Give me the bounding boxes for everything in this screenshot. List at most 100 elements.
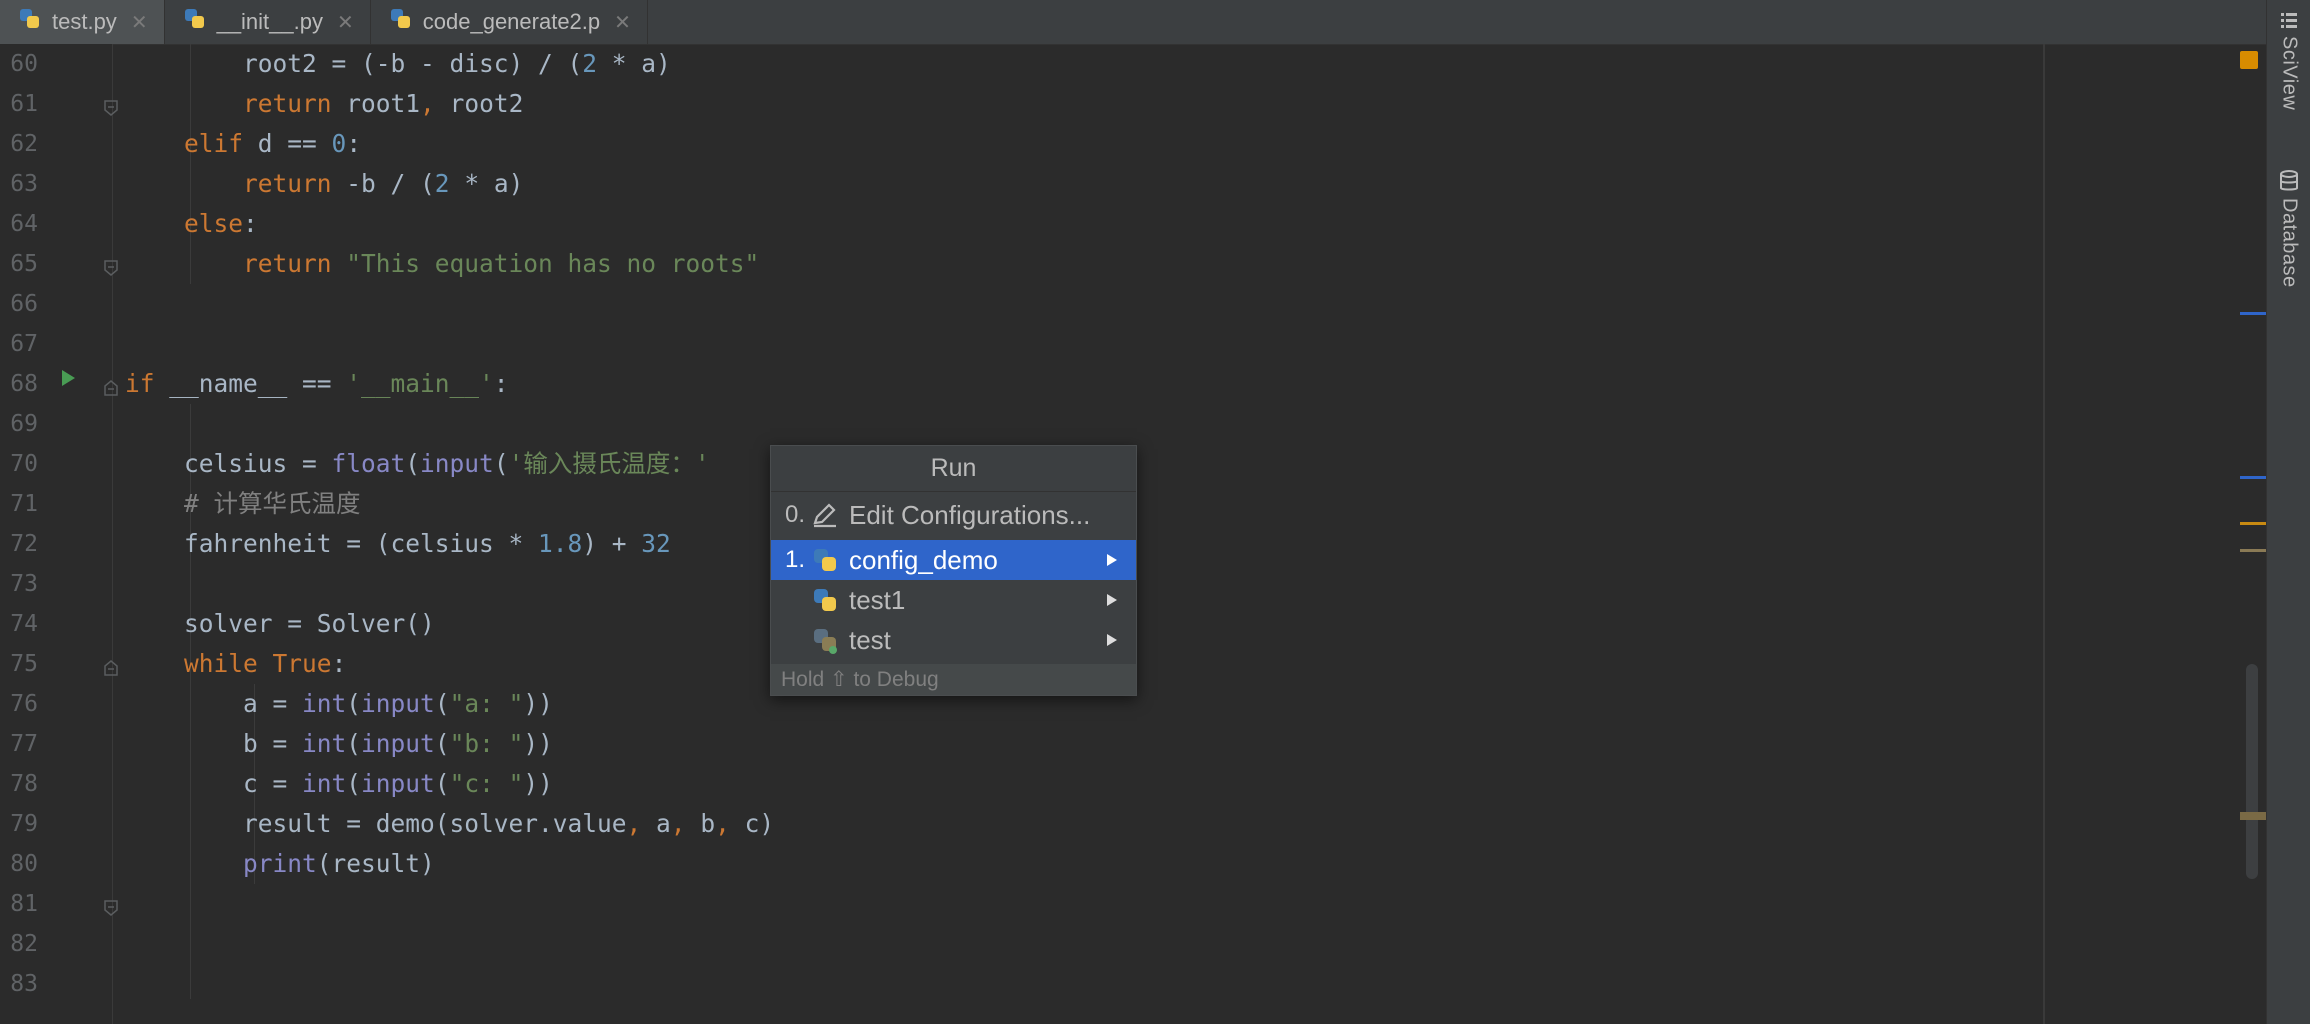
- line-number: 70: [10, 451, 38, 477]
- indent-guide: [254, 684, 255, 884]
- close-icon[interactable]: ✕: [614, 11, 631, 34]
- code-line[interactable]: result = demo(solver.value, a, b, c): [125, 809, 775, 838]
- line-number: 77: [10, 731, 38, 757]
- run-gutter-icon[interactable]: [60, 369, 76, 387]
- line-number: 75: [10, 651, 38, 677]
- sciview-label: SciView: [2278, 36, 2301, 111]
- submenu-arrow-icon: [1107, 634, 1117, 646]
- usage-marker[interactable]: [2240, 312, 2266, 315]
- code-line[interactable]: fahrenheit = (celsius * 1.8) + 32: [125, 529, 671, 558]
- run-config-item-config-demo[interactable]: 1. config_demo: [771, 540, 1136, 580]
- line-number-gutter[interactable]: [0, 44, 112, 1024]
- code-line[interactable]: celsius = float(input('输入摄氏温度：': [125, 449, 710, 478]
- scroll-position-marker: [2240, 812, 2266, 820]
- usage-marker[interactable]: [2240, 549, 2266, 552]
- code-line[interactable]: c = int(input("c: ")): [125, 769, 553, 798]
- fold-icon[interactable]: [104, 100, 118, 116]
- line-number: 83: [10, 971, 38, 997]
- fold-icon[interactable]: [104, 380, 118, 396]
- warning-marker[interactable]: [2240, 51, 2258, 69]
- gutter-divider: [112, 44, 113, 1024]
- item-label: config_demo: [849, 544, 998, 575]
- line-number: 61: [10, 91, 38, 117]
- line-number: 64: [10, 211, 38, 237]
- edit-configurations-item[interactable]: 0. Edit Configurations...: [771, 495, 1136, 535]
- usage-marker[interactable]: [2240, 476, 2266, 479]
- tab-label: test.py: [52, 9, 117, 34]
- line-number: 73: [10, 571, 38, 597]
- python-icon: [811, 586, 839, 614]
- python-temporary-icon: [811, 626, 839, 654]
- fold-icon[interactable]: [104, 660, 118, 676]
- code-line[interactable]: while True:: [184, 649, 347, 678]
- database-label: Database: [2278, 198, 2301, 288]
- database-icon: [2280, 170, 2298, 191]
- code-line[interactable]: else:: [184, 209, 258, 238]
- line-number: 76: [10, 691, 38, 717]
- code-line[interactable]: if __name__ == '__main__':: [125, 369, 509, 398]
- usage-marker[interactable]: [2240, 522, 2266, 525]
- fold-icon[interactable]: [104, 900, 118, 916]
- item-mnemonic: 1.: [785, 546, 806, 573]
- code-line[interactable]: # 计算华氏温度: [184, 489, 361, 518]
- line-number: 71: [10, 491, 38, 517]
- database-tool-button[interactable]: Database: [2267, 170, 2310, 288]
- python-file-icon: [183, 7, 207, 37]
- line-number: 67: [10, 331, 38, 357]
- item-label: Edit Configurations...: [849, 499, 1091, 530]
- tab-init-py[interactable]: __init__.py ✕: [165, 0, 371, 44]
- code-line[interactable]: solver = Solver(): [125, 609, 435, 638]
- line-number: 65: [10, 251, 38, 277]
- vertical-scrollbar[interactable]: [2246, 664, 2258, 879]
- fold-icon[interactable]: [104, 260, 118, 276]
- sciview-icon: [2281, 13, 2297, 28]
- tab-label: code_generate2.p: [422, 9, 601, 34]
- tab-test-py[interactable]: test.py ✕: [0, 0, 165, 44]
- code-line[interactable]: root2 = (-b - disc) / (2 * a): [125, 49, 671, 78]
- tab-code-generate2[interactable]: code_generate2.p ✕: [371, 0, 648, 44]
- line-number: 82: [10, 931, 38, 957]
- run-config-item-test1[interactable]: test1: [771, 580, 1136, 620]
- code-line[interactable]: elif d == 0:: [184, 129, 362, 158]
- python-file-icon: [389, 7, 413, 37]
- line-number: 60: [10, 51, 38, 77]
- python-file-icon: [18, 7, 42, 37]
- code-editor[interactable]: 60 61 62 63 64 65 66 67 68 69 70 71 72 7…: [0, 44, 2266, 1024]
- line-number: 63: [10, 171, 38, 197]
- python-icon: [811, 546, 839, 574]
- run-config-item-test[interactable]: test: [771, 620, 1136, 660]
- line-number: 79: [10, 811, 38, 837]
- item-mnemonic: 0.: [785, 501, 806, 528]
- code-line[interactable]: return -b / (2 * a): [243, 169, 524, 198]
- code-line[interactable]: b = int(input("b: ")): [125, 729, 553, 758]
- indent-guide: [190, 44, 191, 284]
- close-icon[interactable]: ✕: [337, 11, 354, 34]
- line-number: 72: [10, 531, 38, 557]
- popup-title: Run: [771, 446, 1136, 492]
- run-configuration-popup[interactable]: Run 0. Edit Configurations... 1. config_…: [770, 445, 1137, 696]
- line-number: 69: [10, 411, 38, 437]
- line-number: 74: [10, 611, 38, 637]
- line-number: 62: [10, 131, 38, 157]
- submenu-arrow-icon: [1107, 594, 1117, 606]
- popup-footer-hint: Hold ⇧ to Debug: [771, 664, 1136, 695]
- code-line[interactable]: return "This equation has no roots": [243, 249, 760, 278]
- line-number: 68: [10, 371, 38, 397]
- line-number: 78: [10, 771, 38, 797]
- submenu-arrow-icon: [1107, 554, 1117, 566]
- line-number: 81: [10, 891, 38, 917]
- editor-tab-bar: test.py ✕ __init__.py ✕ code_generate2.p…: [0, 0, 2266, 45]
- item-label: test1: [849, 584, 906, 615]
- code-line[interactable]: return root1, root2: [243, 89, 524, 118]
- close-icon[interactable]: ✕: [130, 11, 148, 34]
- indent-guide: [190, 404, 191, 999]
- code-line[interactable]: print(result): [243, 849, 435, 878]
- tab-label: __init__.py: [216, 9, 323, 34]
- right-margin-guide: [2043, 44, 2045, 1024]
- item-label: test: [849, 624, 891, 655]
- pencil-icon: [811, 501, 839, 529]
- right-tool-window-bar: SciView Database: [2266, 0, 2310, 1024]
- line-number: 66: [10, 291, 38, 317]
- code-line[interactable]: a = int(input("a: ")): [125, 689, 553, 718]
- sciview-tool-button[interactable]: SciView: [2267, 10, 2310, 110]
